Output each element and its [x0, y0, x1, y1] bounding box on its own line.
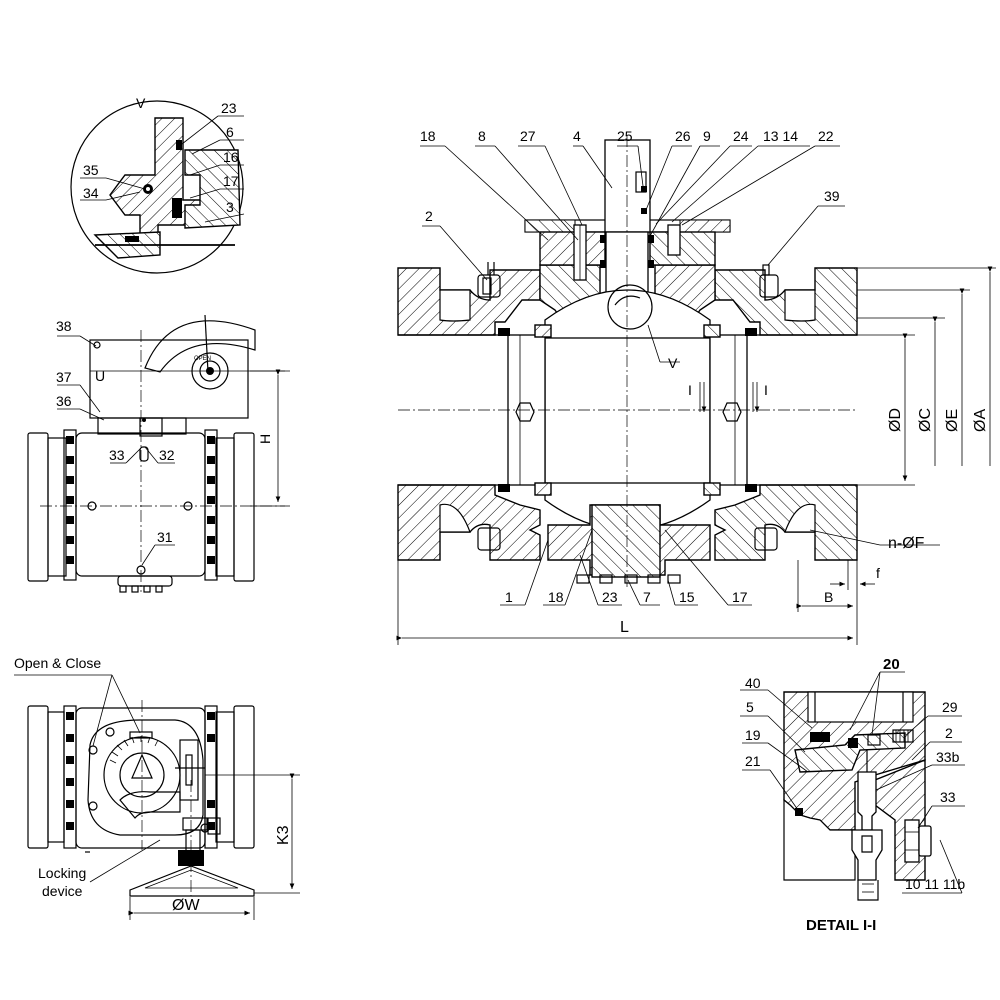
dim-h: H: [257, 434, 273, 444]
letter-u: U: [95, 368, 105, 384]
gearbox: [89, 339, 249, 419]
callout-31: 31: [157, 529, 173, 545]
callout-1: 1: [505, 589, 513, 605]
callout-27: 27: [520, 128, 536, 144]
handwheel-hub: [178, 850, 204, 866]
detail-i-spring: [892, 729, 914, 743]
section-mark-right: I: [764, 382, 768, 398]
callout-23: 23: [602, 589, 618, 605]
dim-d: ØD: [887, 408, 904, 432]
section-mark-left: I: [688, 382, 692, 398]
left-flange: [27, 432, 49, 582]
detail-v-title: V: [136, 95, 146, 111]
gear-operator-view: OPEN H 38 U 37 36 33 32 31: [27, 314, 290, 593]
seat-plug-right: [722, 402, 742, 422]
dim-w: ØW: [172, 897, 200, 914]
callout-24: 24: [733, 128, 749, 144]
callout-v-17: 17: [223, 173, 239, 189]
callout-37: 37: [56, 369, 72, 385]
handwheel-gear-plate: [87, 719, 204, 836]
dim-b: B: [824, 589, 833, 605]
label-device: device: [42, 883, 83, 899]
handwheel-view: K3 ØW Open & Close Locking device: [14, 655, 300, 920]
callout-40: 40: [745, 675, 761, 691]
main-section: I I ØD ØC ØE ØA n-ØF f B L: [396, 128, 996, 645]
callout-15: 15: [679, 589, 695, 605]
stem-housing-left: [539, 231, 606, 266]
detail-i-i: 20 40 5 29 19 2 21 33b 33 10 11 11b DETA…: [740, 656, 965, 934]
callout-v-16: 16: [223, 149, 239, 165]
callout-v-34: 34: [83, 185, 99, 201]
flange-bolt-br: [754, 527, 778, 551]
callout-29: 29: [942, 699, 958, 715]
callout-36: 36: [56, 393, 72, 409]
callout-21: 21: [745, 753, 761, 769]
flange-bolt-bl: [477, 527, 501, 551]
bolt-stack-right: [207, 436, 215, 564]
dim-l: L: [620, 619, 629, 636]
detail-v-gasket: [172, 198, 182, 218]
callout-19: 19: [745, 727, 761, 743]
view-v-label: V: [668, 355, 678, 371]
gear-handwheel-arc: [144, 320, 256, 373]
callout-v-3: 3: [226, 199, 234, 215]
callout-18-top: 18: [420, 128, 436, 144]
dim-c: ØC: [917, 408, 934, 432]
dim-f-holes: n-ØF: [888, 535, 925, 552]
dim-k3: K3: [275, 825, 292, 845]
callout-22: 22: [818, 128, 834, 144]
seat-plug-left: [515, 402, 535, 422]
callout-10-11-11b: 10 11 11b: [905, 876, 965, 892]
callout-2-detail: 2: [945, 725, 953, 741]
dial-ticks: [109, 736, 159, 764]
label-open-close: Open & Close: [14, 655, 101, 671]
right-body-lower: [714, 484, 858, 561]
flange-bolt-tl: [477, 274, 501, 298]
callout-9: 9: [703, 128, 711, 144]
detail-v: V 23 6 16 17 3 35 34: [70, 95, 245, 274]
gear-text: OPEN: [194, 356, 211, 362]
callout-4: 4: [573, 128, 581, 144]
callout-2: 2: [425, 208, 433, 224]
callout-25: 25: [617, 128, 633, 144]
left-body-lower: [397, 484, 541, 561]
bolt-stack-left: [66, 436, 74, 564]
dim-e: ØE: [944, 409, 961, 432]
callout-8: 8: [478, 128, 486, 144]
callout-20: 20: [883, 656, 900, 673]
callout-26: 26: [675, 128, 691, 144]
dim-a: ØA: [972, 409, 989, 432]
callout-32: 32: [159, 447, 175, 463]
detail-v-circle: [70, 100, 244, 274]
callout-18-bottom: 18: [548, 589, 564, 605]
callout-38: 38: [56, 318, 72, 334]
stem-housing-right: [649, 231, 716, 266]
callout-7: 7: [643, 589, 651, 605]
callout-v-35: 35: [83, 162, 99, 178]
callout-5: 5: [746, 699, 754, 715]
detail-v-bolt: [176, 140, 182, 150]
callout-v-23: 23: [221, 100, 237, 116]
callout-33: 33: [940, 789, 956, 805]
callout-13-14: 13 14: [763, 128, 798, 144]
callout-17: 17: [732, 589, 748, 605]
dim-f: f: [876, 565, 880, 581]
detail-i-fitting: [857, 771, 877, 831]
callout-v-6: 6: [226, 124, 234, 140]
callout-33: 33: [109, 447, 125, 463]
right-flange: [233, 432, 255, 582]
detail-i-plug: [918, 825, 932, 857]
callout-33b: 33b: [936, 749, 960, 765]
label-locking: Locking: [38, 865, 86, 881]
callout-39: 39: [824, 188, 840, 204]
detail-i-title: DETAIL I-I: [806, 917, 876, 934]
